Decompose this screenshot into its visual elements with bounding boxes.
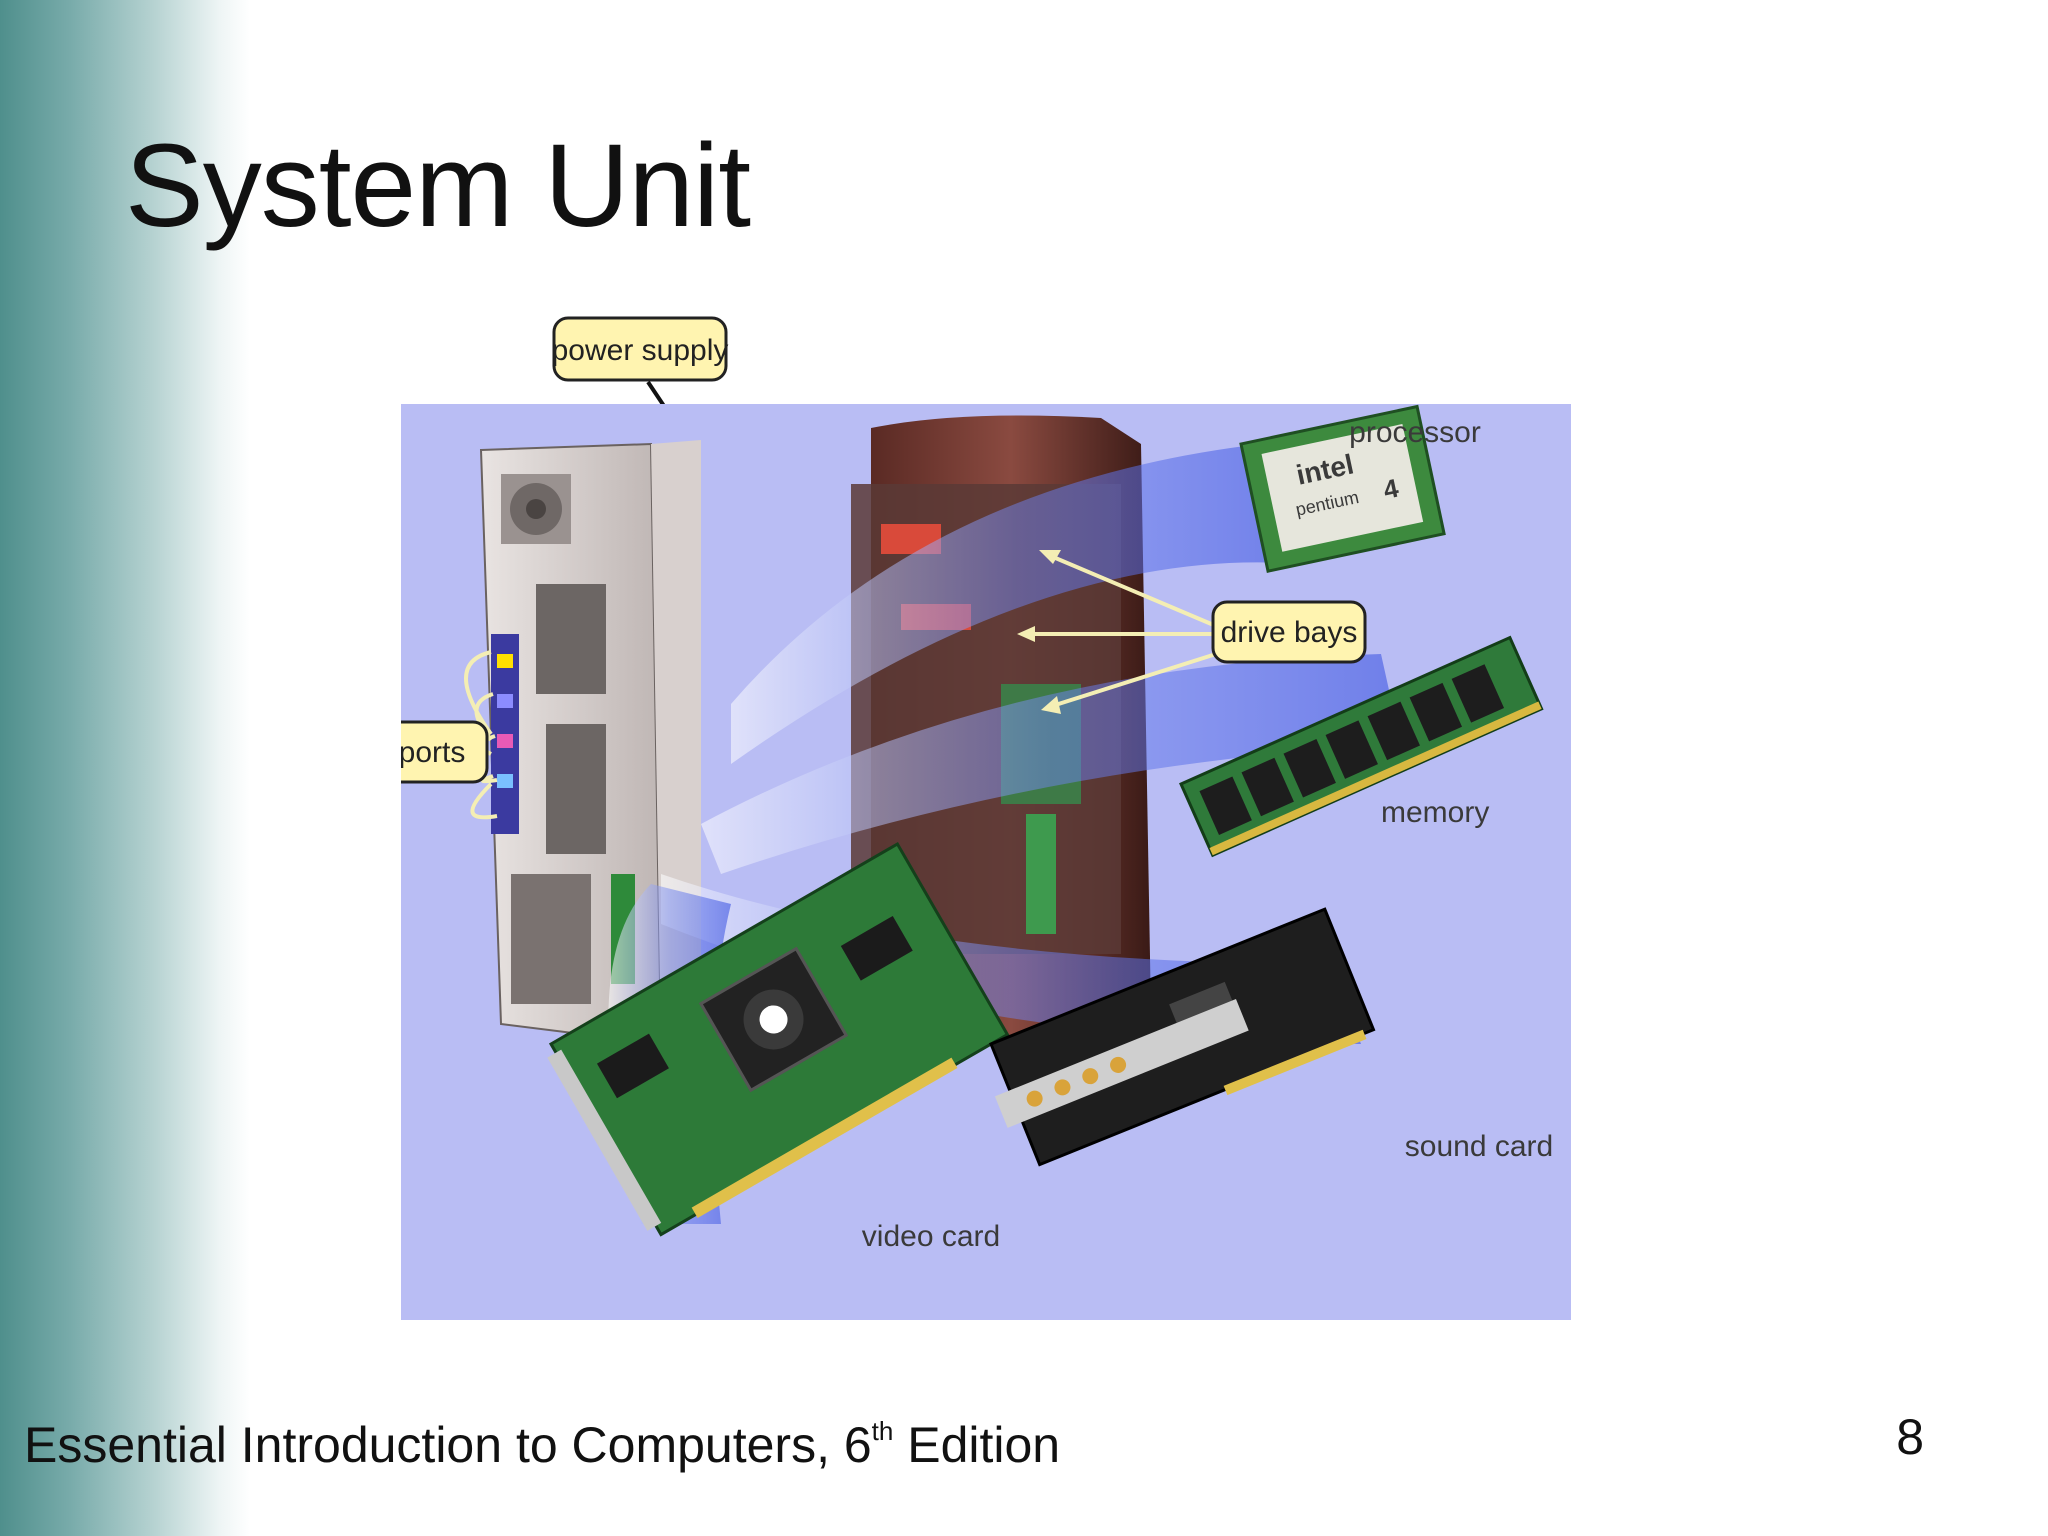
- page-number: 8: [1896, 1409, 1924, 1465]
- power-supply-callout-box: [552, 316, 728, 382]
- drive-bays-arrow-3: [1048, 652, 1217, 709]
- slide-footer: Essential Introduction to Computers, 6th…: [24, 1416, 1060, 1474]
- video-card: [547, 841, 1010, 1237]
- power-supply-label: power supply: [552, 334, 729, 367]
- drive-bays-label: drive bays: [1221, 616, 1358, 649]
- side-gradient-band: [0, 0, 250, 1536]
- system-unit-illustration: intel pentium 4: [401, 404, 1553, 1253]
- footer-superscript: th: [871, 1416, 894, 1446]
- slide-title: System Unit: [125, 120, 751, 252]
- memory-label: memory: [1381, 796, 1489, 829]
- system-unit-figure: intel pentium 4: [401, 404, 1571, 1320]
- ports-arrow-5: [470, 782, 498, 820]
- footer-suffix: Edition: [893, 1417, 1061, 1473]
- processor-label: processor: [1349, 416, 1481, 449]
- ports-arrow-4: [481, 774, 498, 784]
- sound-card: [989, 907, 1376, 1167]
- processor-generation-mark: 4: [1381, 473, 1402, 505]
- drive-bays-callout-box: [1211, 600, 1367, 664]
- drive-bays-callout: drive bays: [1017, 550, 1367, 714]
- drive-bays-arrowhead-1: [1039, 550, 1061, 564]
- ports-label: ports: [401, 736, 465, 769]
- processor-chip: intel pentium 4: [1239, 404, 1446, 573]
- ports-callout: ports: [401, 650, 498, 820]
- drive-bays-arrow-1: [1045, 552, 1217, 628]
- video-card-label: video card: [862, 1220, 1000, 1253]
- ports-arrow-1: [464, 650, 493, 736]
- memory-module: [1179, 635, 1544, 858]
- footer-prefix: Essential Introduction to Computers, 6: [24, 1417, 872, 1473]
- sound-card-label: sound card: [1405, 1130, 1553, 1163]
- drive-bays-arrowhead-3: [1041, 696, 1061, 714]
- ports-callout-box: [401, 720, 489, 784]
- drive-bays-arrowhead-2: [1017, 626, 1035, 642]
